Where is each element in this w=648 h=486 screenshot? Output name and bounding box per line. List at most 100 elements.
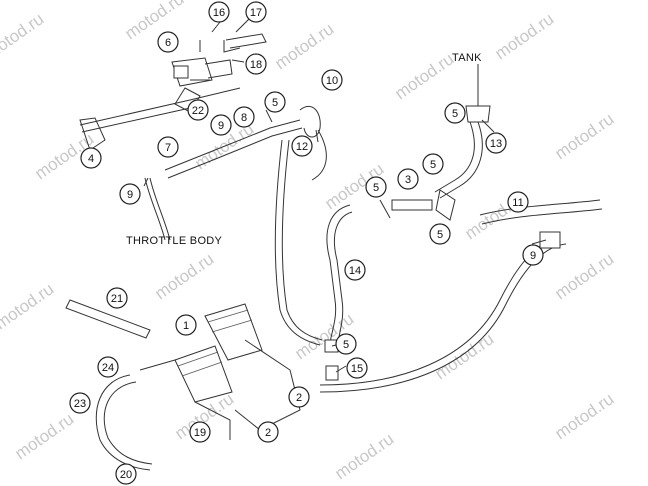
callout-4: 4: [80, 147, 102, 169]
svg-text:9: 9: [218, 120, 224, 132]
callout-24: 24: [97, 356, 119, 378]
clip-5-left: [379, 199, 391, 219]
canister-band: [177, 351, 219, 367]
canister-band: [211, 319, 253, 333]
callout-10: 10: [321, 69, 343, 91]
leader-line: [481, 119, 495, 133]
clamp-5-lower: [324, 339, 339, 353]
svg-text:11: 11: [512, 197, 523, 209]
throttle-body-label: THROTTLE BODY: [126, 235, 223, 247]
callout-5-lower: 5: [335, 333, 357, 355]
callout-9: 9: [210, 114, 232, 136]
leader-line: [335, 365, 347, 373]
callout-12: 12: [291, 135, 313, 157]
svg-text:20: 20: [120, 469, 132, 481]
callout-11: 11: [507, 191, 529, 213]
watermark: motod.ru: [551, 389, 617, 443]
callout-13: 13: [485, 132, 507, 154]
solenoid-nozzle: [204, 59, 233, 79]
watermark-layer: motod.ru motod.ru motod.ru motod.ru moto…: [0, 0, 617, 483]
svg-text:18: 18: [250, 59, 262, 71]
callout-9-right: 9: [522, 244, 544, 266]
callout-20: 20: [115, 463, 137, 485]
canister-band: [207, 309, 249, 323]
callout-23: 23: [69, 392, 91, 414]
callout-19: 19: [189, 421, 211, 443]
watermark: motod.ru: [491, 9, 557, 63]
callout-15: 15: [346, 357, 368, 379]
callout-8: 8: [233, 106, 255, 128]
canister-top: [204, 303, 263, 361]
callout-5-mid: 5: [422, 153, 444, 175]
clip-9-right: [539, 231, 561, 249]
callout-9-throttle: 9: [119, 183, 141, 205]
watermark: motod.ru: [151, 249, 217, 303]
svg-text:22: 22: [192, 105, 204, 117]
callout-6: 6: [157, 31, 179, 53]
clip-5-right: [435, 189, 456, 221]
callouts: 16 17 6 18 22 9 8 5 10 7 12 4 9 5 13 5 3…: [69, 1, 544, 485]
callout-3: 3: [397, 168, 419, 190]
hose-11-upper-edge: [481, 208, 603, 225]
canister-band: [181, 361, 223, 377]
svg-text:15: 15: [351, 363, 363, 375]
svg-text:17: 17: [250, 7, 262, 19]
leader-line: [143, 177, 149, 187]
svg-text:9: 9: [127, 189, 133, 201]
watermark: motod.ru: [0, 279, 57, 333]
hose-24: [139, 359, 176, 371]
svg-text:4: 4: [88, 153, 94, 165]
callout-21: 21: [106, 287, 128, 309]
hose-12-bend: [311, 129, 327, 181]
callout-17: 17: [245, 1, 267, 23]
watermark: motod.ru: [431, 329, 497, 383]
canister-stand-19: [194, 401, 231, 440]
watermark: motod.ru: [551, 109, 617, 163]
watermark: motod.ru: [391, 49, 457, 103]
callout-2-lower: 2: [257, 421, 279, 443]
svg-text:5: 5: [430, 159, 436, 171]
svg-text:8: 8: [241, 112, 247, 124]
callout-14: 14: [344, 259, 366, 281]
svg-text:2: 2: [265, 427, 271, 439]
watermark: motod.ru: [121, 0, 187, 43]
callout-16: 16: [208, 1, 230, 23]
svg-text:1: 1: [183, 320, 189, 332]
canister-bracket-2: [234, 339, 301, 431]
leader-line: [315, 129, 319, 143]
watermark: motod.ru: [0, 9, 47, 63]
svg-text:5: 5: [343, 339, 349, 351]
fitting-15: [325, 365, 339, 381]
callout-7: 7: [157, 136, 179, 158]
svg-text:2: 2: [296, 392, 302, 404]
hose-end-4: [79, 117, 106, 151]
hose-14-edge: [333, 211, 353, 346]
svg-text:24: 24: [102, 362, 114, 374]
drain-hose-long: [274, 139, 321, 346]
leader-line: [265, 109, 273, 123]
solenoid-bracket: [199, 40, 241, 53]
callout-5-right: 5: [429, 223, 451, 245]
callout-2-upper: 2: [288, 386, 310, 408]
vent-hose-top-edge: [81, 107, 191, 133]
watermark: motod.ru: [551, 249, 617, 303]
strap-21: [65, 299, 151, 339]
svg-text:19: 19: [194, 427, 206, 439]
leader-line: [531, 239, 547, 245]
hose-9-throttle-edge: [149, 177, 171, 241]
svg-text:9: 9: [530, 250, 536, 262]
hose-13-edge: [439, 121, 483, 199]
tank-label: TANK: [452, 52, 482, 64]
leader-line: [231, 59, 245, 63]
fitting-10: [299, 105, 321, 138]
watermark: motod.ru: [11, 409, 77, 463]
callout-1: 1: [175, 314, 197, 336]
svg-text:14: 14: [349, 265, 361, 277]
hose-14: [326, 204, 351, 346]
svg-text:5: 5: [272, 97, 278, 109]
svg-text:12: 12: [296, 141, 308, 153]
parts-drawing: [65, 33, 603, 471]
svg-text:5: 5: [373, 182, 379, 194]
